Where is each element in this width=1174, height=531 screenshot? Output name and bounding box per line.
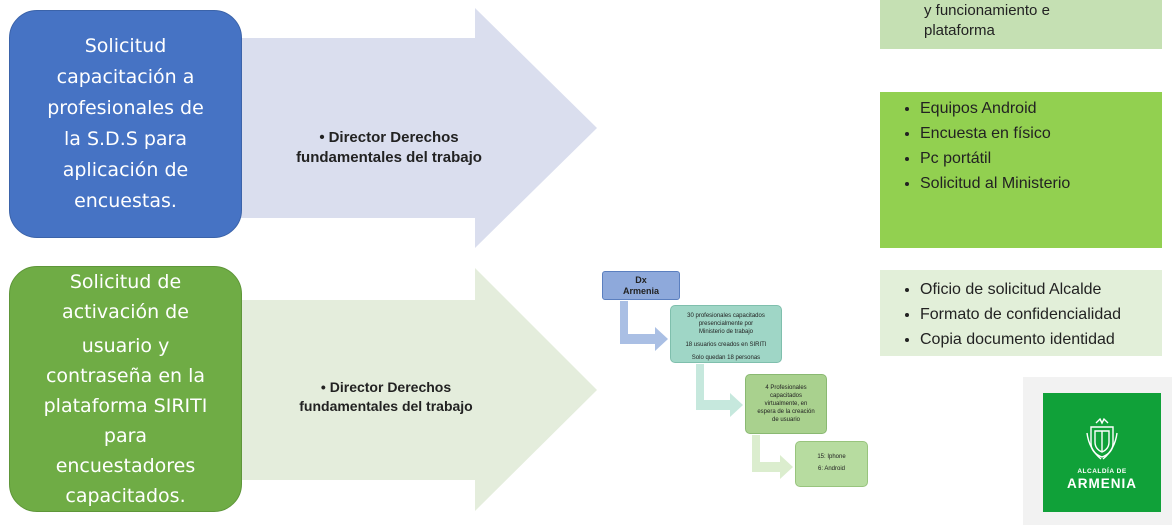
arrow-1-line-1: Director Derechos: [328, 129, 459, 146]
box2-line: activación de: [62, 301, 189, 323]
dx-line: Dx: [635, 275, 647, 285]
arrow-2-line-1: Director Derechos: [329, 379, 452, 395]
step1-line: Solo quedan 18 personas: [691, 355, 761, 361]
bullet-icon: •: [320, 379, 326, 395]
equipment-box: Equipos Android Encuesta en físico Pc po…: [880, 92, 1162, 248]
coat-of-arms-icon: [1086, 417, 1118, 460]
step2-line: 4 Profesionales: [765, 385, 807, 391]
platform-box-partial: y funcionamiento e plataforma: [880, 0, 1162, 49]
dx-armenia-box: Dx Armenia: [602, 271, 680, 300]
step2-line: virtualmente, en: [764, 401, 808, 407]
arrow-2: [236, 268, 597, 511]
equipment-item: Pc portátil: [920, 146, 1162, 171]
platform-line: plataforma: [924, 22, 995, 39]
dx-line: Armenia: [622, 286, 659, 296]
logo-line-2: ARMENIA: [1067, 476, 1137, 491]
arrow-2-line-2: fundamentales del trabajo: [299, 398, 473, 414]
equipment-item: Equipos Android: [920, 96, 1162, 121]
documents-list: Oficio de solicitud Alcalde Formato de c…: [880, 277, 1162, 352]
box1-line: encuestas.: [74, 190, 177, 212]
alcaldia-armenia-logo: ALCALDÍA DE ARMENIA: [1043, 393, 1161, 512]
equipment-item: Solicitud al Ministerio: [920, 171, 1162, 196]
step1-line: 30 profesionales capacitados: [687, 313, 765, 319]
flow-step-2: 4 Profesionales capacitados virtualmente…: [745, 374, 827, 434]
activation-request-box: Solicitud de activación de usuario y con…: [9, 266, 242, 512]
platform-line: y funcionamiento e: [924, 2, 1050, 19]
box1-line: profesionales de: [47, 97, 204, 119]
box2-line: para: [103, 425, 148, 447]
arrow-1-line-2: fundamentales del trabajo: [296, 149, 482, 166]
step1-line: presencialmente por: [698, 321, 754, 327]
connector-3: [752, 435, 793, 479]
arrow-2-text: •Director Derechos fundamentales del tra…: [276, 378, 496, 416]
step1-line: Ministerio de trabajo: [698, 329, 754, 335]
step2-line: de usuario: [771, 417, 801, 423]
box1-line: Solicitud: [84, 35, 167, 57]
connector-1: [620, 301, 668, 351]
box1-line: capacitación a: [56, 66, 195, 88]
flow-step-3: 15: Iphone 6: Android: [795, 441, 868, 487]
document-item: Formato de confidencialidad: [920, 302, 1162, 327]
step3-line: 15: Iphone: [817, 454, 846, 460]
equipment-item: Encuesta en físico: [920, 121, 1162, 146]
box2-line: plataforma SIRITI: [43, 395, 208, 417]
flow-step-1: 30 profesionales capacitados presencialm…: [670, 305, 782, 363]
step3-line: 6: Android: [817, 466, 846, 472]
equipment-list: Equipos Android Encuesta en físico Pc po…: [880, 96, 1162, 196]
box2-line: encuestadores: [55, 455, 196, 477]
box2-line: contraseña en la: [45, 365, 206, 387]
box1-line: aplicación de: [62, 159, 189, 181]
box2-line: usuario y: [81, 335, 170, 357]
training-request-box: Solicitud capacitación a profesionales d…: [9, 10, 242, 238]
logo-line-1: ALCALDÍA DE: [1077, 468, 1127, 475]
step2-line: capacitados: [769, 393, 803, 399]
arrow-1: [236, 8, 597, 248]
step1-line: 18 usuarios creados en SIRITI: [685, 342, 767, 348]
step2-line: espera de la creación: [757, 409, 815, 415]
document-item: Oficio de solicitud Alcalde: [920, 277, 1162, 302]
box2-line: capacitados.: [65, 485, 186, 507]
box2-line: Solicitud de: [69, 271, 182, 293]
bullet-icon: •: [319, 129, 325, 146]
documents-box: Oficio de solicitud Alcalde Formato de c…: [880, 270, 1162, 356]
arrow-1-text: •Director Derechos fundamentales del tra…: [274, 128, 504, 168]
connector-2: [696, 364, 743, 417]
box1-line: la S.D.S para: [64, 128, 187, 150]
document-item: Copia documento identidad: [920, 327, 1162, 352]
